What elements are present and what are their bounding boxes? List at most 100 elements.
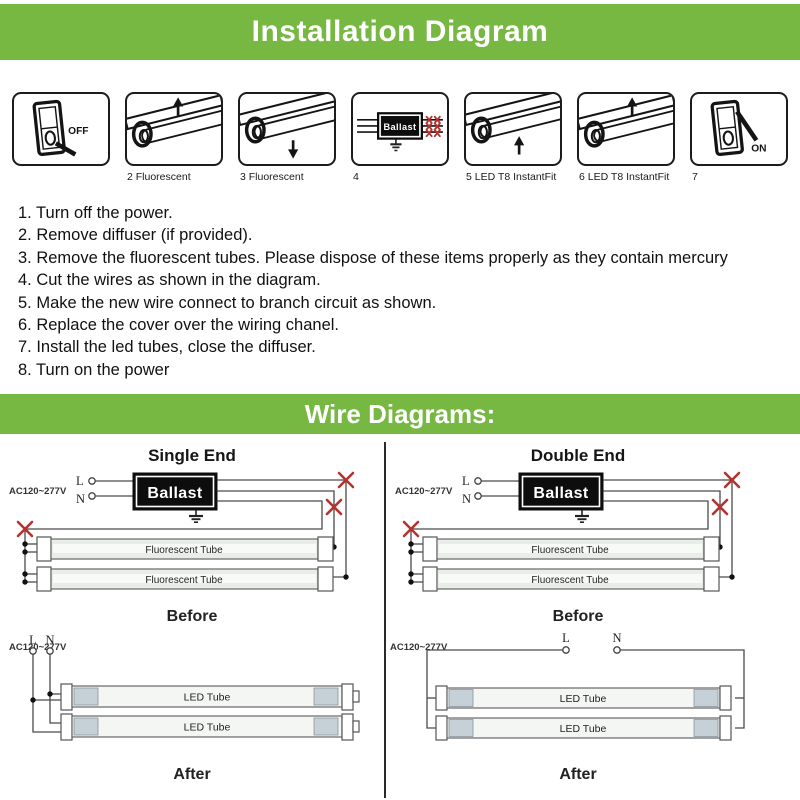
led-tube-rotate-icon (579, 94, 673, 148)
ac-voltage-label: AC120~277V (395, 486, 453, 497)
tube-label: LED Tube (560, 693, 607, 705)
tube-label: LED Tube (560, 723, 607, 735)
step-3-label: 3 Fluorescent (240, 171, 304, 183)
ground-icon (189, 510, 203, 524)
tube-label: LED Tube (184, 692, 231, 704)
tube-label: Fluorescent Tube (145, 545, 223, 556)
terminal-l (29, 647, 37, 656)
single-end-before-diagram: L N AC120~277V Ballast (9, 471, 355, 592)
neutral-terminal-label: N (612, 631, 621, 645)
arrow-up-icon (514, 136, 525, 155)
step-7-box: ON (690, 92, 788, 166)
ground-icon (390, 139, 402, 152)
fluorescent-tube-remove-icon (127, 94, 221, 148)
on-label: ON (751, 143, 766, 154)
terminal-n (88, 492, 96, 501)
ground-icon (575, 510, 589, 524)
step-6-box (577, 92, 675, 166)
step-1-label (12, 171, 110, 185)
single-end-title: Single End (148, 446, 236, 466)
wire-diagrams-title: Wire Diagrams: (304, 398, 496, 429)
installation-steps-row: OFF 2 Fluo (0, 92, 800, 185)
single-end-after-diagram: AC120~277V L N LED Tube (9, 633, 360, 741)
single-end-before-caption: Before (166, 608, 218, 626)
step-6-label: 6 LED T8 InstantFit (579, 171, 670, 183)
installation-diagram-header: Installation Diagram (0, 4, 800, 60)
single-end-column: Single End L N AC120~277V Ballast (0, 434, 384, 800)
step-2-label: 2 Fluorescent (127, 171, 191, 183)
arrow-down-icon (288, 140, 299, 159)
line-terminal-label: L (29, 633, 37, 647)
instruction-line: 8. Turn on the power (18, 360, 170, 379)
column-divider (384, 442, 386, 799)
instruction-line: 1. Turn off the power. (18, 204, 173, 222)
cut-mark-icon (711, 498, 729, 516)
instruction-line: 6. Replace the cover over the wiring cha… (18, 316, 340, 335)
mini-ballast-label: Ballast (384, 122, 417, 132)
neutral-terminal-label: N (45, 633, 54, 647)
cut-mark-icon (402, 520, 420, 538)
ballast-box (132, 472, 218, 511)
step-5-box (464, 92, 562, 166)
terminal-l (474, 477, 482, 486)
arrow-up-icon (172, 97, 184, 116)
terminal-n (613, 646, 621, 655)
tube-label: LED Tube (184, 722, 231, 734)
wire-diagrams-header: Wire Diagrams: (0, 394, 800, 435)
led-tube-insert-icon (466, 94, 560, 155)
terminal-n (474, 492, 482, 501)
power-off-switch-icon: OFF (32, 99, 89, 157)
instruction-line: 3. Remove the fluorescent tubes. Please … (18, 248, 728, 267)
step-4-box: Ballast (351, 92, 449, 166)
step-6: 6 LED T8 InstantFit (577, 92, 675, 185)
fluorescent-tube: Fluorescent Tube (36, 536, 334, 562)
step-7-label: 7 (692, 171, 698, 183)
neutral-terminal-label: N (462, 492, 471, 506)
instruction-line: 7. Install the led tubes, close the diff… (18, 338, 316, 357)
step-2-box (125, 92, 223, 166)
neutral-terminal-label: N (76, 492, 85, 506)
wire-diagrams-section: Single End L N AC120~277V Ballast (0, 434, 800, 800)
ballast-label: Ballast (533, 485, 589, 502)
line-terminal-label: L (562, 631, 570, 645)
step-3-box (238, 92, 336, 166)
ac-voltage-label: AC120~277V (9, 486, 67, 497)
line-terminal-label: L (462, 474, 470, 488)
fluorescent-tube: Fluorescent Tube (36, 566, 334, 592)
cut-mark-icon (325, 498, 343, 516)
led-tube: LED Tube (60, 713, 360, 741)
led-tube: LED Tube (435, 715, 732, 741)
step-5: 5 LED T8 InstantFit (464, 92, 562, 185)
step-1: OFF (12, 92, 110, 185)
cut-mark-icon (337, 471, 355, 489)
led-tube: LED Tube (60, 683, 360, 711)
step-3: 3 Fluorescent (238, 92, 336, 185)
instruction-list: 1. Turn off the power. 2. Remove diffuse… (18, 202, 800, 381)
ac-voltage-label: AC120~277V (390, 642, 448, 653)
instruction-line: 4. Cut the wires as shown in the diagram… (18, 271, 321, 290)
double-end-before-caption: Before (552, 608, 604, 626)
arrow-up-icon (627, 97, 638, 116)
cut-mark-icon (16, 520, 34, 538)
double-end-after-diagram: AC120~277V L N LED Tube (390, 631, 745, 741)
double-end-before-diagram: L N AC120~277V Ballast (395, 471, 741, 592)
fluorescent-tube: Fluorescent Tube (422, 536, 720, 562)
led-tube: LED Tube (435, 685, 732, 711)
tube-label: Fluorescent Tube (531, 575, 609, 586)
off-label: OFF (68, 126, 88, 137)
instruction-line: 2. Remove diffuser (if provided). (18, 226, 253, 245)
step-4: Ballast (351, 92, 449, 185)
fluorescent-tube: Fluorescent Tube (422, 566, 720, 592)
instruction-line: 5. Make the new wire connect to branch c… (18, 293, 437, 312)
ac-voltage-label: AC120~277V (9, 642, 67, 653)
double-end-column: Double End L N AC120~277V Ballast (386, 434, 770, 800)
double-end-after-caption: After (559, 766, 597, 784)
step-5-label: 5 LED T8 InstantFit (466, 171, 557, 183)
step-2: 2 Fluorescent (125, 92, 223, 185)
ballast-cut-wires-icon: Ballast (357, 112, 443, 152)
double-end-title: Double End (530, 446, 626, 466)
line-terminal-label: L (76, 474, 84, 488)
page-title: Installation Diagram (251, 15, 549, 48)
step-7: ON 7 (690, 92, 788, 185)
terminal-l (562, 646, 570, 655)
